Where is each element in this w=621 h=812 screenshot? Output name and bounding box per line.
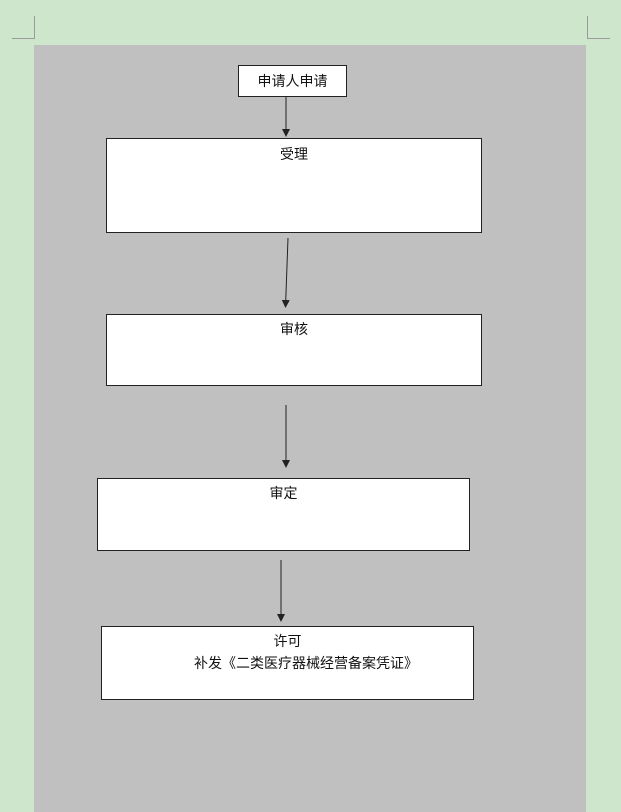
flow-step-box-2: 审核: [106, 314, 482, 386]
flow-step-box-4: 许可 补发《二类医疗器械经营备案凭证》: [101, 626, 474, 700]
top-left-crop-mark: [12, 16, 35, 39]
flow-step-title-4: 许可: [273, 634, 302, 650]
flow-step-box-1: 受理: [106, 138, 482, 233]
flow-step-detail-4: 补发《二类医疗器械经营备案凭证》: [194, 656, 418, 672]
flow-step-title-1: 受理: [280, 147, 308, 163]
flow-start-box: 申请人申请: [238, 65, 347, 97]
flow-step-title-3: 审定: [269, 486, 298, 502]
flow-step-title-2: 审核: [280, 322, 308, 338]
flow-step-box-3: 审定: [97, 478, 470, 551]
top-right-crop-mark: [587, 16, 610, 39]
flow-start-label: 申请人申请: [257, 74, 328, 90]
